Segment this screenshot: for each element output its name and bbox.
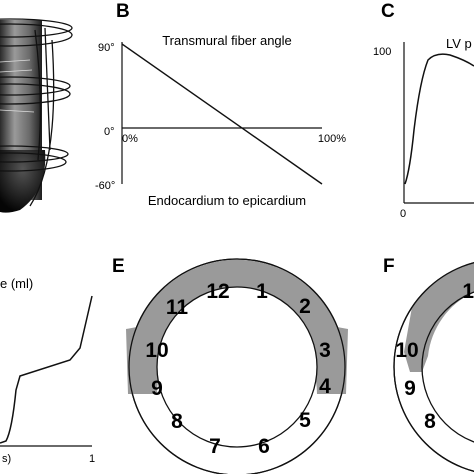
- segment-label-10: 10: [145, 339, 168, 362]
- panel-b-xtick-100: 100%: [318, 133, 346, 145]
- panel-c-xtick-0: 0: [400, 208, 406, 220]
- panel-d-xtick-1: 1: [89, 453, 95, 465]
- panel-f-segment-label-12: 12: [462, 280, 474, 303]
- panel-f-segment-label-8: 8: [424, 410, 436, 433]
- panel-d-volume-curve: [0, 295, 93, 444]
- panel-d: e (ml) s) 1: [0, 276, 95, 465]
- panel-c: C LV p 100 0: [373, 1, 474, 220]
- panel-b-ytick-0: 0°: [104, 126, 115, 138]
- panel-c-title: LV p: [446, 36, 472, 51]
- segment-label-11: 11: [166, 296, 189, 319]
- segment-label-5: 5: [299, 409, 311, 432]
- panel-b-xtick-0: 0%: [122, 133, 138, 145]
- panel-b-fiber-angle-line: [121, 43, 323, 185]
- panel-f-segment-label-10: 10: [395, 339, 418, 362]
- panel-c-ytick-100: 100: [373, 46, 391, 58]
- panel-f: F 12 10 9 8: [383, 256, 474, 472]
- panel-d-xlabel-fragment: s): [2, 453, 11, 465]
- segment-label-7: 7: [209, 435, 221, 458]
- panel-f-inner-ring: [421, 291, 474, 443]
- panel-b-letter: B: [116, 1, 130, 22]
- segment-label-2: 2: [299, 295, 311, 318]
- panel-b: B Transmural fiber angle 90° 0° -60° 0% …: [95, 1, 346, 208]
- panel-d-ylabel-fragment: e (ml): [0, 276, 33, 291]
- segment-label-8: 8: [171, 410, 183, 433]
- panel-c-pressure-curve: [404, 53, 474, 185]
- panel-e: E 12 1 2 3 4 5 6 7 8 9 10 11: [112, 256, 348, 474]
- segment-label-4: 4: [319, 375, 331, 398]
- segment-label-9: 9: [151, 377, 163, 400]
- heart-model-image: [0, 18, 73, 213]
- segment-label-12: 12: [206, 280, 229, 303]
- panel-b-ytick-neg60: -60°: [95, 180, 115, 192]
- panel-b-title: Transmural fiber angle: [162, 33, 292, 48]
- panel-f-letter: F: [383, 256, 395, 277]
- panel-c-letter: C: [381, 1, 395, 22]
- panel-e-shaded-region: [126, 259, 348, 394]
- panel-e-inner-ring: [156, 286, 318, 448]
- panel-b-ytick-90: 90°: [98, 42, 115, 54]
- panel-b-xlabel: Endocardium to epicardium: [148, 193, 306, 208]
- segment-label-1: 1: [256, 280, 268, 303]
- segment-label-3: 3: [319, 339, 331, 362]
- segment-label-6: 6: [258, 435, 270, 458]
- panel-e-letter: E: [112, 256, 125, 277]
- panel-f-segment-label-9: 9: [404, 377, 416, 400]
